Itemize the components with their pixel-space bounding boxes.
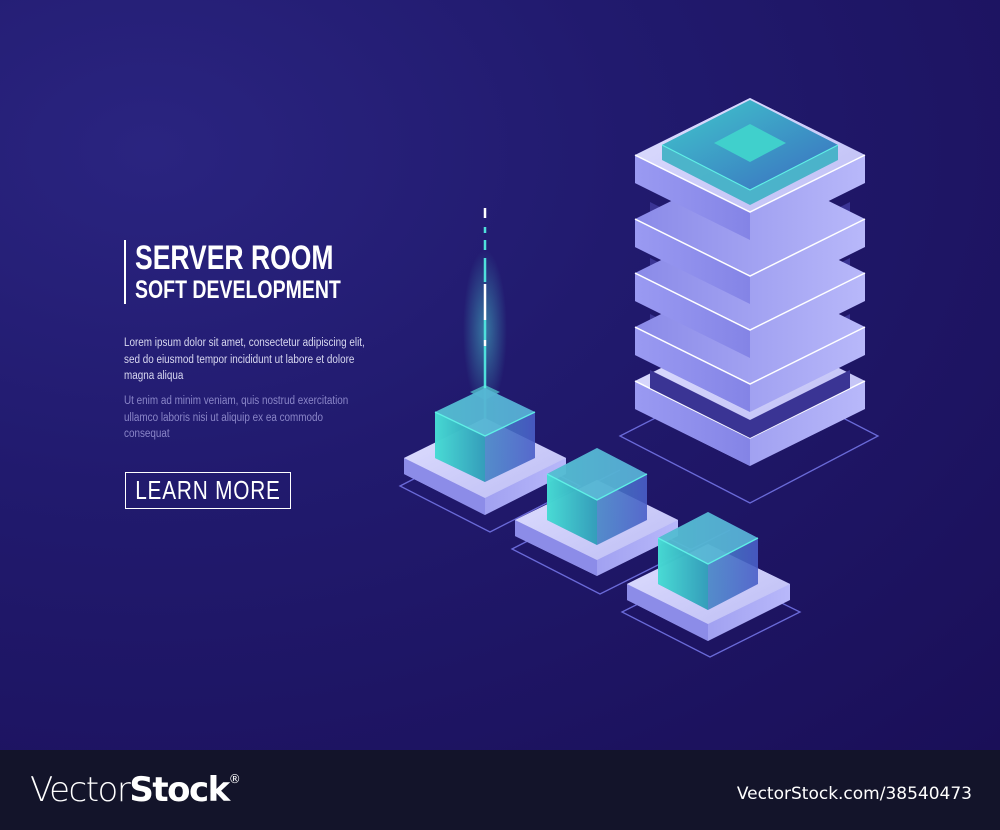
data-cube-icon — [404, 388, 566, 515]
vectorstock-logo: VectorStock® — [30, 770, 241, 810]
footer-bar: VectorStock® — [0, 750, 1000, 830]
isometric-illustration — [398, 98, 880, 658]
hero-title: SERVER ROOM SOFT DEVELOPMENT — [124, 240, 399, 304]
description-paragraph-2: Ut enim ad minim veniam, quis nostrud ex… — [124, 395, 349, 440]
description-paragraph-1: Lorem ipsum dolor sit amet, consectetur … — [124, 337, 365, 382]
hero-banner: SERVER ROOM SOFT DEVELOPMENT Lorem ipsum… — [0, 0, 1000, 750]
server-tower-icon — [634, 98, 866, 466]
learn-more-label: LEARN MORE — [135, 475, 281, 505]
data-cube-icon — [515, 448, 678, 576]
registered-mark: ® — [228, 772, 241, 786]
brand-light-text: Vector — [30, 770, 131, 810]
learn-more-button[interactable]: LEARN MORE — [125, 472, 291, 509]
footer-url-link[interactable]: VectorStock.com/38540473 — [736, 784, 972, 804]
brand-bold-text: Stock — [129, 770, 230, 810]
title-line-1: SERVER ROOM — [135, 239, 334, 277]
data-cube-icon — [627, 512, 790, 641]
title-line-2: SOFT DEVELOPMENT — [135, 276, 341, 304]
